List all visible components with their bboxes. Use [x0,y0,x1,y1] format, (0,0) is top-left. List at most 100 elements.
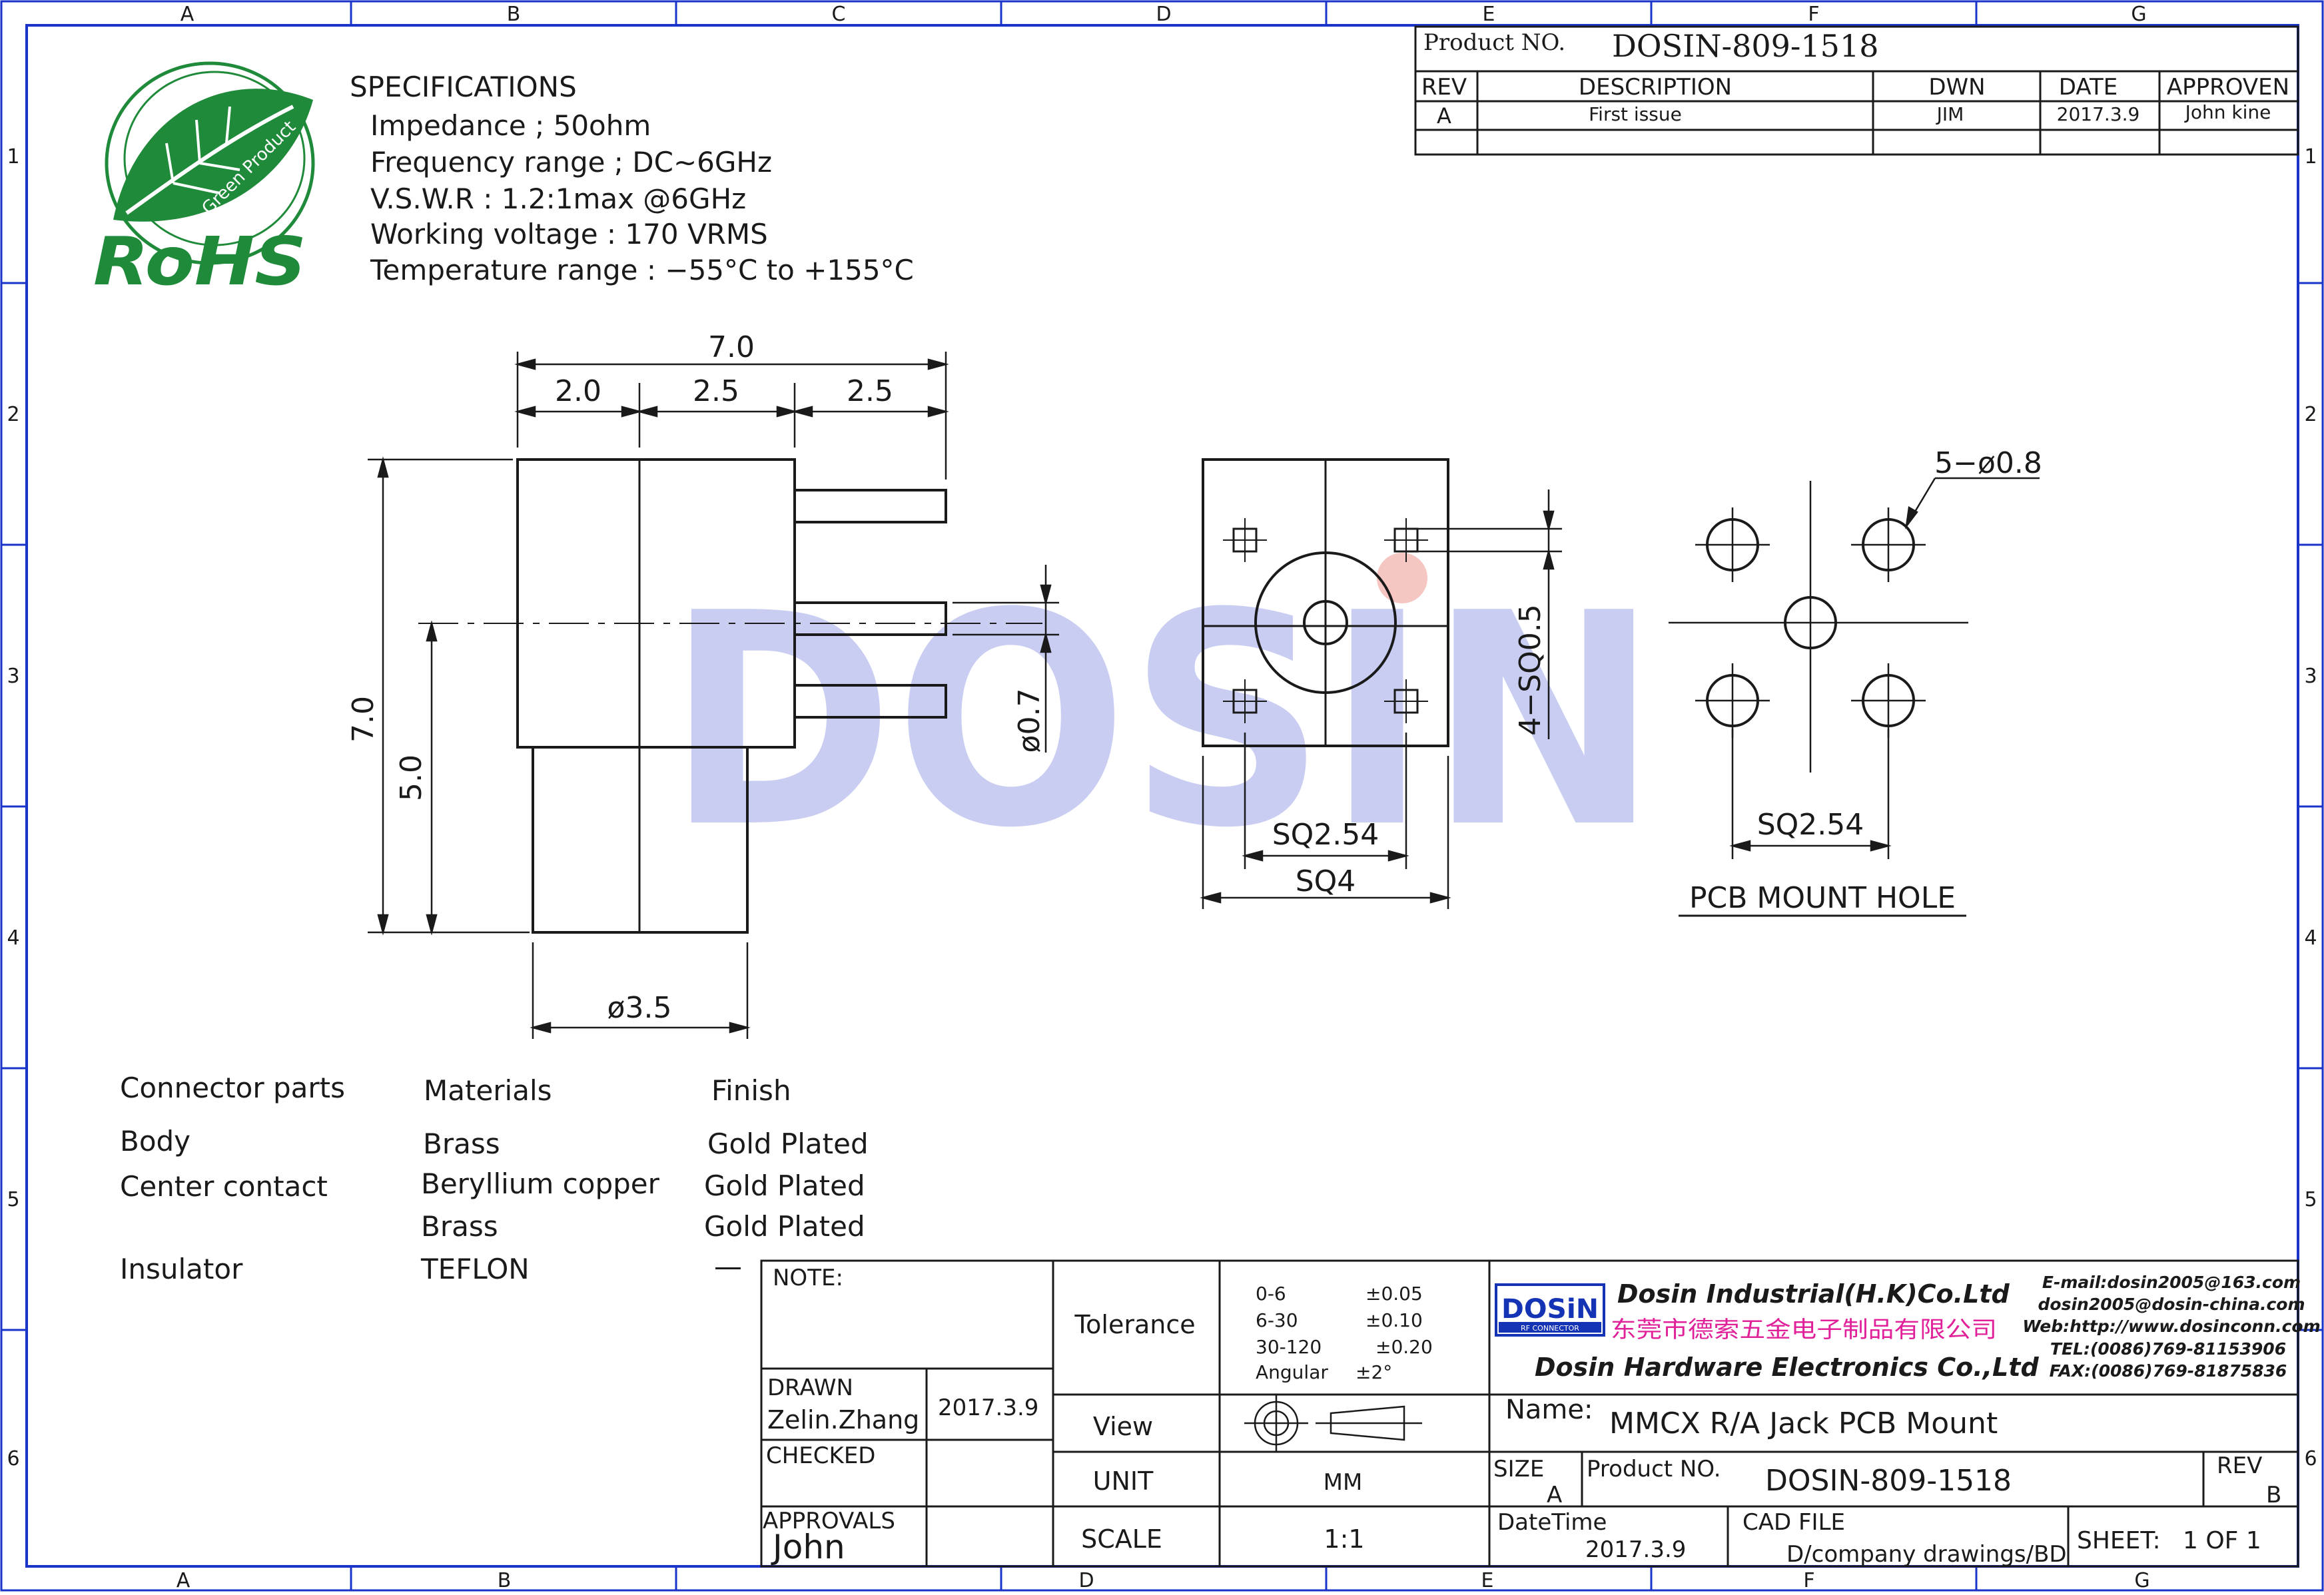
svg-text:APPROVEN: APPROVEN [2167,74,2289,101]
svg-text:1 OF 1: 1 OF 1 [2183,1527,2261,1554]
dim-body-dia: ø3.5 [607,991,672,1025]
company-info: Dosin Industrial(H.K)Co.Ltd 东莞市德索五金电子制品有… [1535,1279,2039,1382]
revision-block: Product NO. DOSIN-809-1518 REV DESCRIPTI… [1414,25,2299,156]
svg-text:2017.3.9: 2017.3.9 [938,1395,1038,1421]
svg-text:0-6: 0-6 [1256,1283,1286,1305]
svg-text:View: View [1093,1412,1153,1441]
svg-text:DWN: DWN [1928,74,1985,101]
side-view-dim-labels: 7.0 2.0 2.5 2.5 7.0 5.0 ø0.7 ø3.5 [346,330,1046,1025]
material-row: Gold Plated [704,1210,865,1243]
side-view [418,458,1042,934]
spec-line: V.S.W.R : 1.2:1max @6GHz [370,182,746,215]
col-label-top: E [1483,3,1495,26]
svg-text:RF CONNECTOR: RF CONNECTOR [1521,1324,1579,1333]
side-view-dimensions [368,352,1059,1039]
svg-text:DOSIN: DOSIN [666,551,1659,892]
material-row: — [714,1250,742,1283]
svg-text:A: A [1547,1482,1562,1508]
pcb-hole-dimensions [1729,477,2040,859]
dim-body-square: SQ4 [1296,864,1356,898]
svg-text:DESCRIPTION: DESCRIPTION [1579,74,1732,101]
row-label-right: 5 [2304,1188,2317,1211]
spec-line: Impedance ; 50ohm [370,109,651,142]
company-name-en: Dosin Industrial(H.K)Co.Ltd [1617,1279,2010,1309]
svg-text:Web:http://www.dosinconn.com: Web:http://www.dosinconn.com [2022,1317,2320,1336]
svg-text:D/company drawings/BD: D/company drawings/BD [1786,1541,2067,1568]
svg-text:DOSiN: DOSiN [1501,1294,1599,1325]
material-row: Beryllium copper [421,1167,660,1200]
title-block-left: NOTE: DRAWN Zelin.Zhang 2017.3.9 CHECKED… [763,1265,1038,1566]
svg-text:First issue: First issue [1589,103,1682,125]
spec-line: Frequency range ; DC~6GHz [370,146,772,178]
svg-text:±0.20: ±0.20 [1375,1336,1433,1358]
svg-text:SCALE: SCALE [1081,1524,1162,1554]
pcb-hole-labels: 5−ø0.8 SQ2.54 PCB MOUNT HOLE [1689,446,2042,915]
svg-text:B: B [2266,1482,2281,1508]
svg-text:6-30: 6-30 [1256,1309,1298,1331]
row-label-left: 2 [7,403,19,426]
dim-width-3: 2.5 [847,374,893,408]
row-label-left: 5 [7,1188,19,1211]
col-label-bottom: D [1078,1569,1094,1592]
col-label-top: B [507,3,521,26]
dim-pin-pitch: SQ2.54 [1272,818,1379,852]
part-name: MMCX R/A Jack PCB Mount [1609,1407,1998,1440]
svg-text:Name:: Name: [1505,1395,1593,1425]
svg-text:Product NO.: Product NO. [1587,1456,1721,1482]
row-label-right: 1 [2304,145,2317,168]
material-row: Center contact [120,1170,328,1203]
material-row: TEFLON [420,1253,530,1285]
row-label-left: 4 [7,926,19,950]
svg-text:A: A [1437,103,1451,129]
col-label-top: G [2131,3,2146,26]
svg-text:APPROVALS: APPROVALS [763,1508,895,1534]
svg-text:CHECKED: CHECKED [766,1442,876,1469]
svg-text:SIZE: SIZE [1493,1456,1544,1482]
col-label-bottom: E [1481,1569,1494,1592]
dim-total-width: 7.0 [708,330,755,364]
col-label-bottom: F [1803,1569,1814,1592]
row-label-left: 6 [7,1447,19,1470]
svg-text:John: John [771,1528,845,1566]
row-label-right: 2 [2304,403,2317,426]
company-name-en-2: Dosin Hardware Electronics Co.,Ltd [1535,1353,2039,1382]
company-name-cn: 东莞市德索五金电子制品有限公司 [1611,1317,1997,1343]
material-row: Gold Plated [704,1169,865,1202]
svg-text:±0.10: ±0.10 [1365,1309,1423,1331]
spec-line: Temperature range : −55°C to +155°C [370,254,914,286]
front-view-dim-labels: 4−SQ0.5 SQ2.54 SQ4 [1272,604,1547,898]
svg-text:Product NO.: Product NO. [1423,29,1565,56]
dim-pin-dia: ø0.7 [1012,689,1046,753]
col-label-top: D [1156,3,1171,26]
svg-text:NOTE:: NOTE: [773,1265,843,1291]
svg-text:JIM: JIM [1936,103,1964,125]
svg-text:TEL:(0086)769-81153906: TEL:(0086)769-81153906 [2050,1339,2286,1359]
svg-text:John kine: John kine [2184,101,2271,123]
row-label-right: 6 [2304,1447,2317,1470]
svg-text:±2°: ±2° [1356,1361,1392,1383]
svg-text:Zelin.Zhang: Zelin.Zhang [767,1405,919,1435]
front-view [1202,458,1449,747]
col-label-top: F [1808,3,1819,26]
front-view-dimensions [1200,489,1562,909]
title-block-grid [760,1259,2299,1568]
dim-holes: 5−ø0.8 [1934,446,2042,480]
dim-width-1: 2.0 [555,374,601,408]
material-row: Insulator [120,1253,243,1285]
svg-text:REV: REV [2217,1452,2262,1479]
row-label-left: 3 [7,665,19,688]
svg-text:DRAWN: DRAWN [767,1375,853,1401]
spec-line: Working voltage : 170 VRMS [370,218,768,250]
projection-symbol-icon [1244,1395,1422,1452]
material-row: Brass [421,1210,498,1243]
row-label-left: 1 [7,145,19,168]
grid-labels: A B C D E F G A B D E F G 1 2 3 4 5 6 1 … [7,3,2317,1592]
svg-text:Connector parts: Connector parts [120,1072,345,1104]
specifications: SPECIFICATIONS Impedance ; 50ohm Frequen… [350,71,914,286]
dim-center-height: 5.0 [394,755,428,801]
svg-text:UNIT: UNIT [1093,1466,1154,1496]
company-contact: E-mail:dosin2005@163.com dosin2005@dosin… [2022,1273,2320,1381]
svg-text:30-120: 30-120 [1256,1336,1322,1358]
